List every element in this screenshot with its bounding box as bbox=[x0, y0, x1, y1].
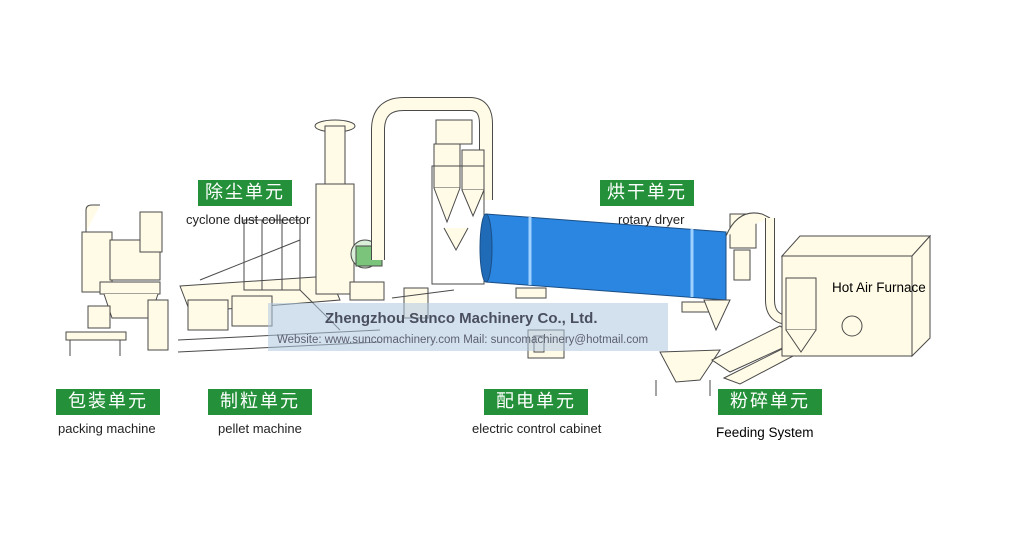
watermark-company-name: Zhengzhou Sunco Machinery Co., Ltd. bbox=[325, 310, 598, 327]
cyclone-drawing bbox=[391, 119, 485, 319]
badge-dust-removal: 除尘单元 bbox=[198, 180, 292, 206]
caption-electric-control-cabinet: electric control cabinet bbox=[472, 421, 602, 436]
caption-rotary-dryer: rotary dryer bbox=[618, 212, 685, 227]
packing-machine-drawing bbox=[65, 204, 169, 356]
badge-power-distribution: 配电单元 bbox=[484, 389, 588, 415]
badge-drying: 烘干单元 bbox=[600, 180, 694, 206]
dust-collector-drawing bbox=[314, 119, 385, 301]
caption-packing-machine: packing machine bbox=[58, 421, 156, 436]
badge-pelletizing: 制粒单元 bbox=[208, 389, 312, 415]
caption-pellet-machine: pellet machine bbox=[218, 421, 302, 436]
duct-pipe-drawing bbox=[371, 97, 493, 260]
rotary-dryer-drawing bbox=[479, 213, 727, 313]
badge-packing: 包装单元 bbox=[56, 389, 160, 415]
watermark-contact: Website: www.suncomachinery.com Mail: su… bbox=[277, 334, 649, 346]
caption-feeding-system: Feeding System bbox=[716, 425, 814, 440]
caption-cyclone-dust-collector: cyclone dust collector bbox=[186, 212, 311, 227]
watermark-banner bbox=[268, 303, 668, 351]
hot-air-furnace-drawing bbox=[780, 234, 932, 358]
label-hot-air-furnace: Hot Air Furnace bbox=[832, 280, 926, 295]
badge-crushing: 粉碎单元 bbox=[718, 389, 822, 415]
